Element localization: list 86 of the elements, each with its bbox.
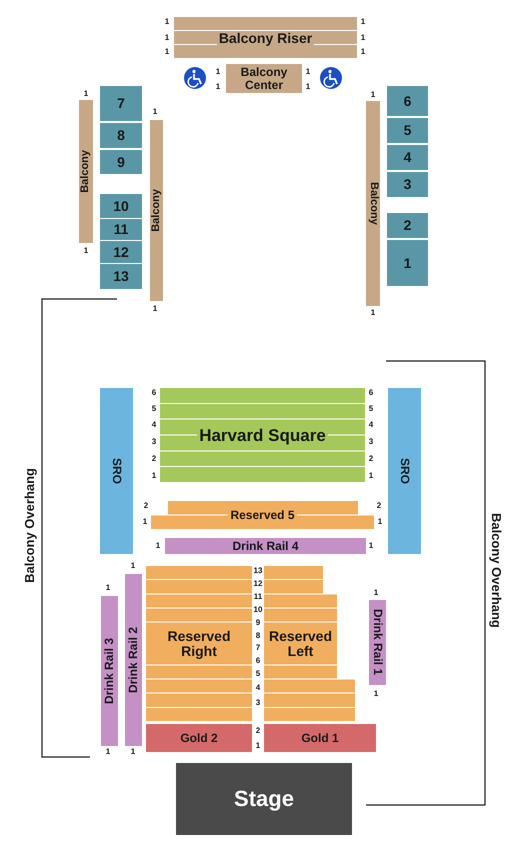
row-number: 1 (216, 68, 220, 76)
row-number: 2 (376, 502, 382, 510)
seating-section: Harvard Square (160, 388, 365, 483)
seating-section: Drink Rail 4 (165, 538, 366, 554)
row-number: 1 (360, 48, 366, 56)
seating-section: Gold 2 (146, 724, 252, 752)
row-number: 5 (368, 405, 374, 413)
row-number: 1 (378, 518, 382, 526)
row-number: 1 (106, 584, 110, 592)
row-number: 10 (254, 606, 262, 614)
seating-section: 2 (387, 213, 428, 238)
row-number: 7 (256, 644, 260, 652)
row-number: 6 (256, 657, 260, 665)
row-number: 4 (152, 421, 156, 429)
row-number: 1 (130, 562, 136, 570)
row-number: 3 (152, 438, 156, 446)
seating-section: Drink Rail 1 (369, 600, 386, 685)
row-number: 1 (374, 589, 378, 597)
row-number: 4 (256, 684, 260, 692)
seating-section: SRO (100, 388, 133, 554)
area-label: Balcony Overhang (489, 513, 504, 628)
row-number: 3 (368, 438, 374, 446)
row-number: 13 (254, 567, 262, 575)
seating-section: Reserved Right (146, 566, 252, 722)
seating-section: Drink Rail 2 (125, 574, 142, 746)
row-number: 8 (256, 632, 260, 640)
row-number: 1 (152, 472, 156, 480)
row-number: 1 (306, 83, 310, 91)
stage: Stage (176, 763, 352, 835)
row-number: 5 (152, 405, 156, 413)
row-number: 2 (368, 455, 374, 463)
seating-section: 7 (100, 86, 142, 121)
seating-section: SRO (388, 388, 421, 554)
row-number: 1 (156, 542, 160, 550)
seating-section: 9 (100, 150, 142, 174)
row-number: 1 (152, 108, 158, 116)
seating-section: 8 (100, 123, 142, 148)
row-number: 1 (84, 90, 88, 98)
seating-section: 12 (100, 241, 142, 263)
row-number: 6 (368, 389, 374, 397)
row-number: 1 (106, 748, 110, 756)
seating-section: 10 (100, 194, 142, 218)
row-number: 1 (306, 68, 310, 76)
row-number: 1 (152, 305, 158, 313)
row-number: 1 (216, 83, 220, 91)
seating-section: 4 (387, 145, 428, 170)
row-number: 1 (368, 472, 374, 480)
row-number: 2 (256, 727, 260, 735)
seating-section: Reserved Left (264, 566, 355, 722)
row-number: 1 (164, 34, 170, 42)
row-number: 1 (164, 48, 170, 56)
seating-section: 11 (100, 219, 142, 240)
row-number: 1 (130, 748, 136, 756)
row-number: 11 (254, 593, 262, 601)
row-number: 4 (368, 421, 374, 429)
row-number: 2 (152, 455, 156, 463)
seating-section: Balcony (150, 120, 163, 301)
row-number: 1 (360, 34, 366, 42)
area-label: Balcony Overhang (22, 468, 37, 583)
row-number: 1 (142, 518, 148, 526)
row-number: 12 (254, 580, 262, 588)
row-number: 6 (152, 389, 156, 397)
seating-section: Gold 1 (264, 724, 376, 752)
row-number: 5 (256, 670, 260, 678)
row-number: 1 (368, 542, 374, 550)
seating-section: 6 (387, 86, 428, 116)
row-number: 9 (256, 619, 260, 627)
seating-section: Reserved 5 (151, 501, 374, 530)
row-number: 2 (144, 502, 148, 510)
row-number: 1 (370, 91, 376, 99)
seating-section: Balcony (366, 101, 380, 306)
row-number: 1 (360, 18, 366, 26)
row-number: 1 (84, 247, 88, 255)
seating-section: Balcony Center (226, 64, 302, 94)
seating-section: 3 (387, 172, 428, 197)
seating-section: Balcony Riser (174, 17, 357, 59)
seating-section: Balcony (79, 100, 93, 243)
seating-section: 1 (387, 240, 428, 286)
row-number: 1 (370, 309, 376, 317)
seating-section: Drink Rail 3 (101, 596, 118, 746)
row-number: 1 (256, 742, 260, 750)
row-number: 3 (256, 699, 260, 707)
seating-section: 5 (387, 118, 428, 143)
seating-section: 13 (100, 264, 142, 289)
row-number: 1 (374, 690, 378, 698)
row-number: 1 (164, 18, 170, 26)
